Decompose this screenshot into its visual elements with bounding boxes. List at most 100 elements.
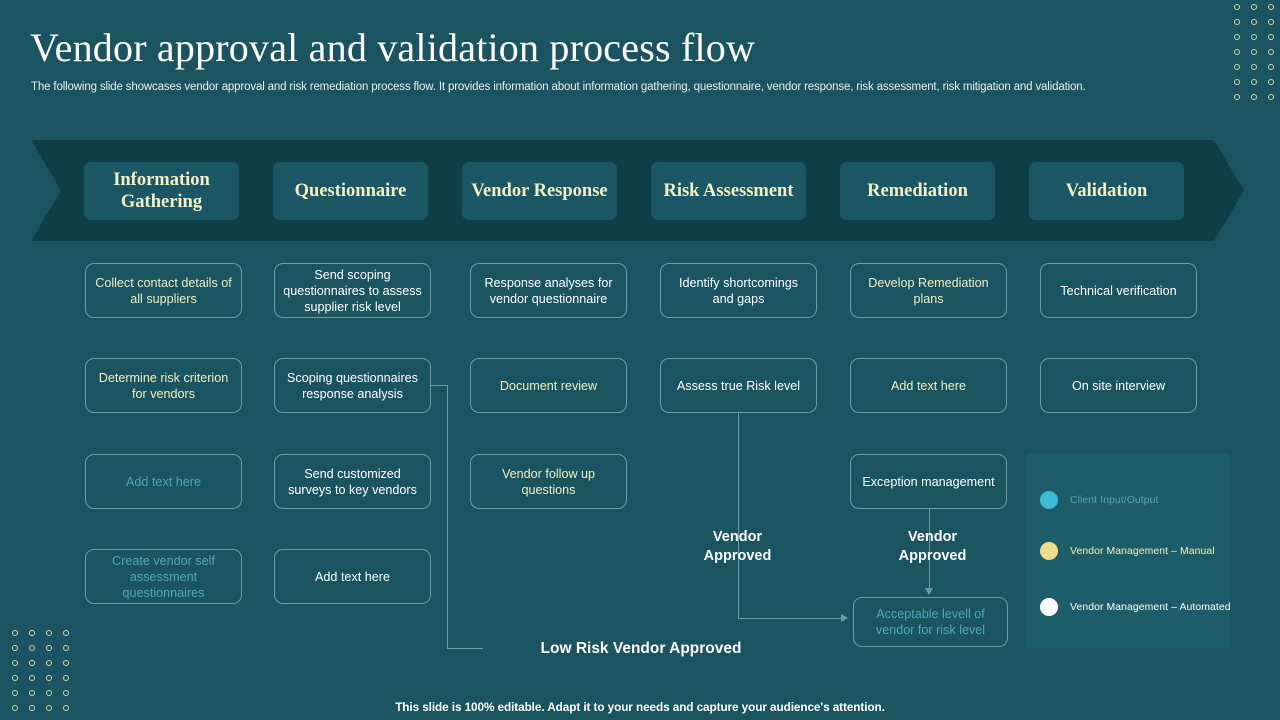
legend-dot-icon xyxy=(1040,491,1058,509)
decorative-dot xyxy=(1234,79,1240,85)
process-node[interactable]: Technical verification xyxy=(1040,263,1197,318)
decorative-dot xyxy=(12,675,18,681)
stage-box-label: Risk Assessment xyxy=(663,180,794,201)
stage-box-risk-assessment[interactable]: Risk Assessment xyxy=(651,161,806,220)
decorative-dot xyxy=(1251,4,1257,10)
decorative-dot xyxy=(63,630,69,636)
stage-box-remediation[interactable]: Remediation xyxy=(840,161,995,220)
decorative-dot xyxy=(1268,64,1274,70)
process-node[interactable]: Identify shortcomings and gaps xyxy=(660,263,817,318)
decorative-dot xyxy=(63,705,69,711)
flow-label-remediation-approved: Vendor Approved xyxy=(898,529,967,564)
legend-item-label: Vendor Management – Manual xyxy=(1070,545,1215,557)
process-node[interactable]: Determine risk criterion for vendors xyxy=(85,358,242,413)
decorative-dot xyxy=(46,705,52,711)
stage-box-label: Validation xyxy=(1065,180,1148,201)
decorative-dot xyxy=(29,645,35,651)
process-node-label: Scoping questionnaires response analysis xyxy=(287,370,418,401)
decorative-dot xyxy=(1234,49,1240,55)
page-title: Vendor approval and validation process f… xyxy=(30,25,756,70)
process-node-label: Develop Remediation plans xyxy=(868,275,989,306)
process-node[interactable]: Send scoping questionnaires to assess su… xyxy=(274,263,431,318)
decorative-dot xyxy=(1268,49,1274,55)
decorative-dot xyxy=(1268,79,1274,85)
process-node[interactable]: Document review xyxy=(470,358,627,413)
process-node-label: Determine risk criterion for vendors xyxy=(98,370,229,401)
footer-note: This slide is 100% editable. Adapt it to… xyxy=(395,700,885,714)
process-node[interactable]: On site interview xyxy=(1040,358,1197,413)
decorative-dot-grid-bottom-left xyxy=(12,630,69,720)
decorative-dot xyxy=(46,660,52,666)
process-node[interactable]: Vendor follow up questions xyxy=(470,454,627,509)
stage-banner: Information Gathering Questionnaire Vendor… xyxy=(31,140,1244,241)
connector-risk-vertical xyxy=(738,413,739,618)
decorative-dot xyxy=(1268,94,1274,100)
decorative-dot xyxy=(29,705,35,711)
process-node-label: Add text here xyxy=(891,378,966,393)
decorative-dot xyxy=(12,645,18,651)
stage-box-vendor-response[interactable]: Vendor Response xyxy=(462,161,617,220)
stage-box-information-gathering[interactable]: Information Gathering xyxy=(84,161,239,220)
process-node-label: Response analyses for vendor questionnai… xyxy=(484,275,613,306)
process-node[interactable]: Scoping questionnaires response analysis xyxy=(274,358,431,413)
process-node[interactable]: Create vendor self assessment questionna… xyxy=(85,549,242,604)
legend-item-label: Client Input/Output xyxy=(1070,494,1159,506)
legend-item-label: Vendor Management – Automated xyxy=(1070,601,1231,613)
process-node[interactable]: Assess true Risk level xyxy=(660,358,817,413)
process-node[interactable]: Send customized surveys to key vendors xyxy=(274,454,431,509)
process-node[interactable]: Add text here xyxy=(85,454,242,509)
connector-risk-arrow xyxy=(841,614,848,622)
stage-box-questionnaire[interactable]: Questionnaire xyxy=(273,161,428,220)
decorative-dot xyxy=(12,690,18,696)
process-node-label: Send scoping questionnaires to assess su… xyxy=(283,267,422,314)
decorative-dot xyxy=(1234,4,1240,10)
process-node[interactable]: Add text here xyxy=(274,549,431,604)
stage-box-validation[interactable]: Validation xyxy=(1029,161,1184,220)
process-node-label: Add text here xyxy=(315,569,390,584)
legend-dot-icon xyxy=(1040,542,1058,560)
process-node-label: Send customized surveys to key vendors xyxy=(288,466,417,497)
process-node[interactable]: Exception management xyxy=(850,454,1007,509)
process-node-label: Vendor follow up questions xyxy=(501,466,596,497)
stage-box-label: Remediation xyxy=(867,180,968,201)
process-node-label: Acceptable levell of vendor for risk lev… xyxy=(875,607,986,637)
flow-label-risk-approved: Vendor Approved xyxy=(703,529,772,564)
flow-label-low-risk-approved: Low Risk Vendor Approved xyxy=(540,640,742,657)
connector-scoping-to-lowrisk xyxy=(431,385,447,386)
process-node-label: Add text here xyxy=(126,474,201,489)
decorative-dot xyxy=(29,675,35,681)
decorative-dot xyxy=(1251,64,1257,70)
stage-box-label: Information Gathering xyxy=(113,169,210,212)
decorative-dot xyxy=(29,660,35,666)
decorative-dot xyxy=(46,630,52,636)
decorative-dot xyxy=(1234,64,1240,70)
decorative-dot xyxy=(63,660,69,666)
connector-remediation-arrow xyxy=(925,588,933,595)
connector-lowrisk-vertical xyxy=(447,385,448,648)
process-node-label: Document review xyxy=(499,378,598,393)
decorative-dot xyxy=(1251,79,1257,85)
legend-dot-icon xyxy=(1040,598,1058,616)
decorative-dot xyxy=(46,675,52,681)
decorative-dot-grid-top-right xyxy=(1234,4,1274,100)
decorative-dot xyxy=(1251,34,1257,40)
process-node[interactable]: Develop Remediation plans xyxy=(850,263,1007,318)
decorative-dot xyxy=(63,690,69,696)
process-node[interactable]: Response analyses for vendor questionnai… xyxy=(470,263,627,318)
process-node[interactable]: Collect contact details of all suppliers xyxy=(85,263,242,318)
process-node[interactable]: Add text here xyxy=(850,358,1007,413)
process-node[interactable]: Acceptable levell of vendor for risk lev… xyxy=(853,597,1008,647)
decorative-dot xyxy=(1234,19,1240,25)
process-node-label: Exception management xyxy=(862,474,995,489)
decorative-dot xyxy=(12,630,18,636)
decorative-dot xyxy=(12,705,18,711)
stage-box-label: Vendor Response xyxy=(471,180,608,201)
decorative-dot xyxy=(29,690,35,696)
process-node-label: Identify shortcomings and gaps xyxy=(679,275,798,306)
decorative-dot xyxy=(1234,94,1240,100)
decorative-dot xyxy=(1268,19,1274,25)
decorative-dot xyxy=(1251,19,1257,25)
process-node-label: Technical verification xyxy=(1060,283,1177,298)
